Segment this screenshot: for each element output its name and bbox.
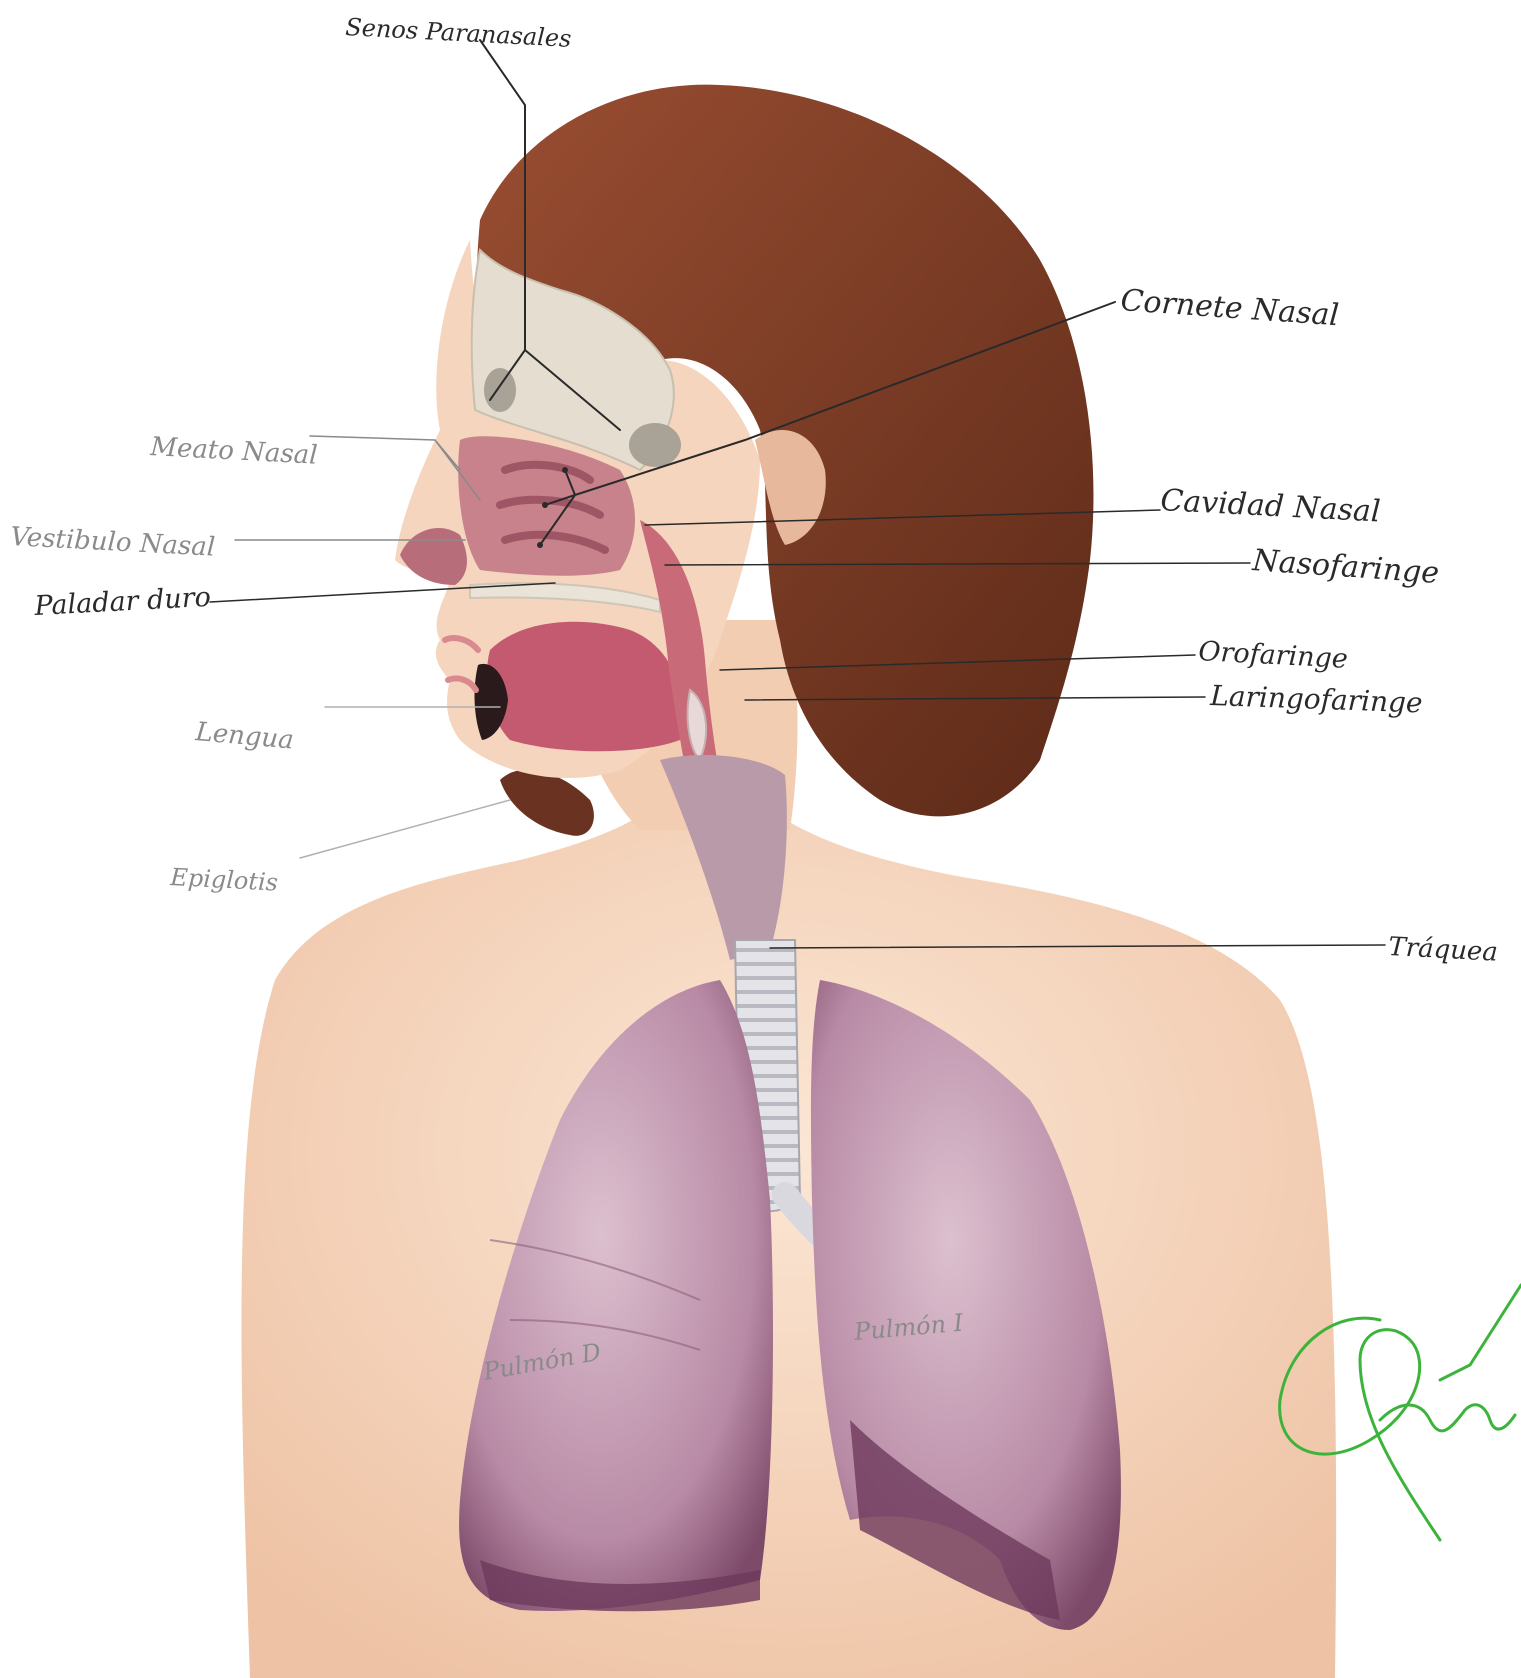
- label-cavidad-nasal: Cavidad Nasal: [1160, 483, 1382, 529]
- label-senos-paranasales: Senos Paranasales: [345, 13, 572, 53]
- label-epiglotis: Epiglotis: [169, 863, 279, 897]
- label-traquea: Tráquea: [1388, 932, 1499, 968]
- sphenoid-sinus: [629, 423, 681, 467]
- hair-lower: [500, 770, 594, 836]
- label-laringofaringe: Laringofaringe: [1209, 679, 1423, 719]
- label-lengua: Lengua: [193, 717, 295, 756]
- label-meato-nasal: Meato Nasal: [149, 432, 319, 471]
- label-orofaringe: Orofaringe: [1198, 636, 1349, 675]
- label-paladar-duro: Paladar duro: [33, 582, 212, 622]
- label-cornete-nasal: Cornete Nasal: [1119, 283, 1340, 333]
- label-vestibulo-nasal: Vestibulo Nasal: [10, 522, 216, 563]
- torso: [241, 800, 1336, 1678]
- frontal-sinus: [484, 368, 516, 412]
- label-nasofaringe: Nasofaringe: [1250, 543, 1440, 591]
